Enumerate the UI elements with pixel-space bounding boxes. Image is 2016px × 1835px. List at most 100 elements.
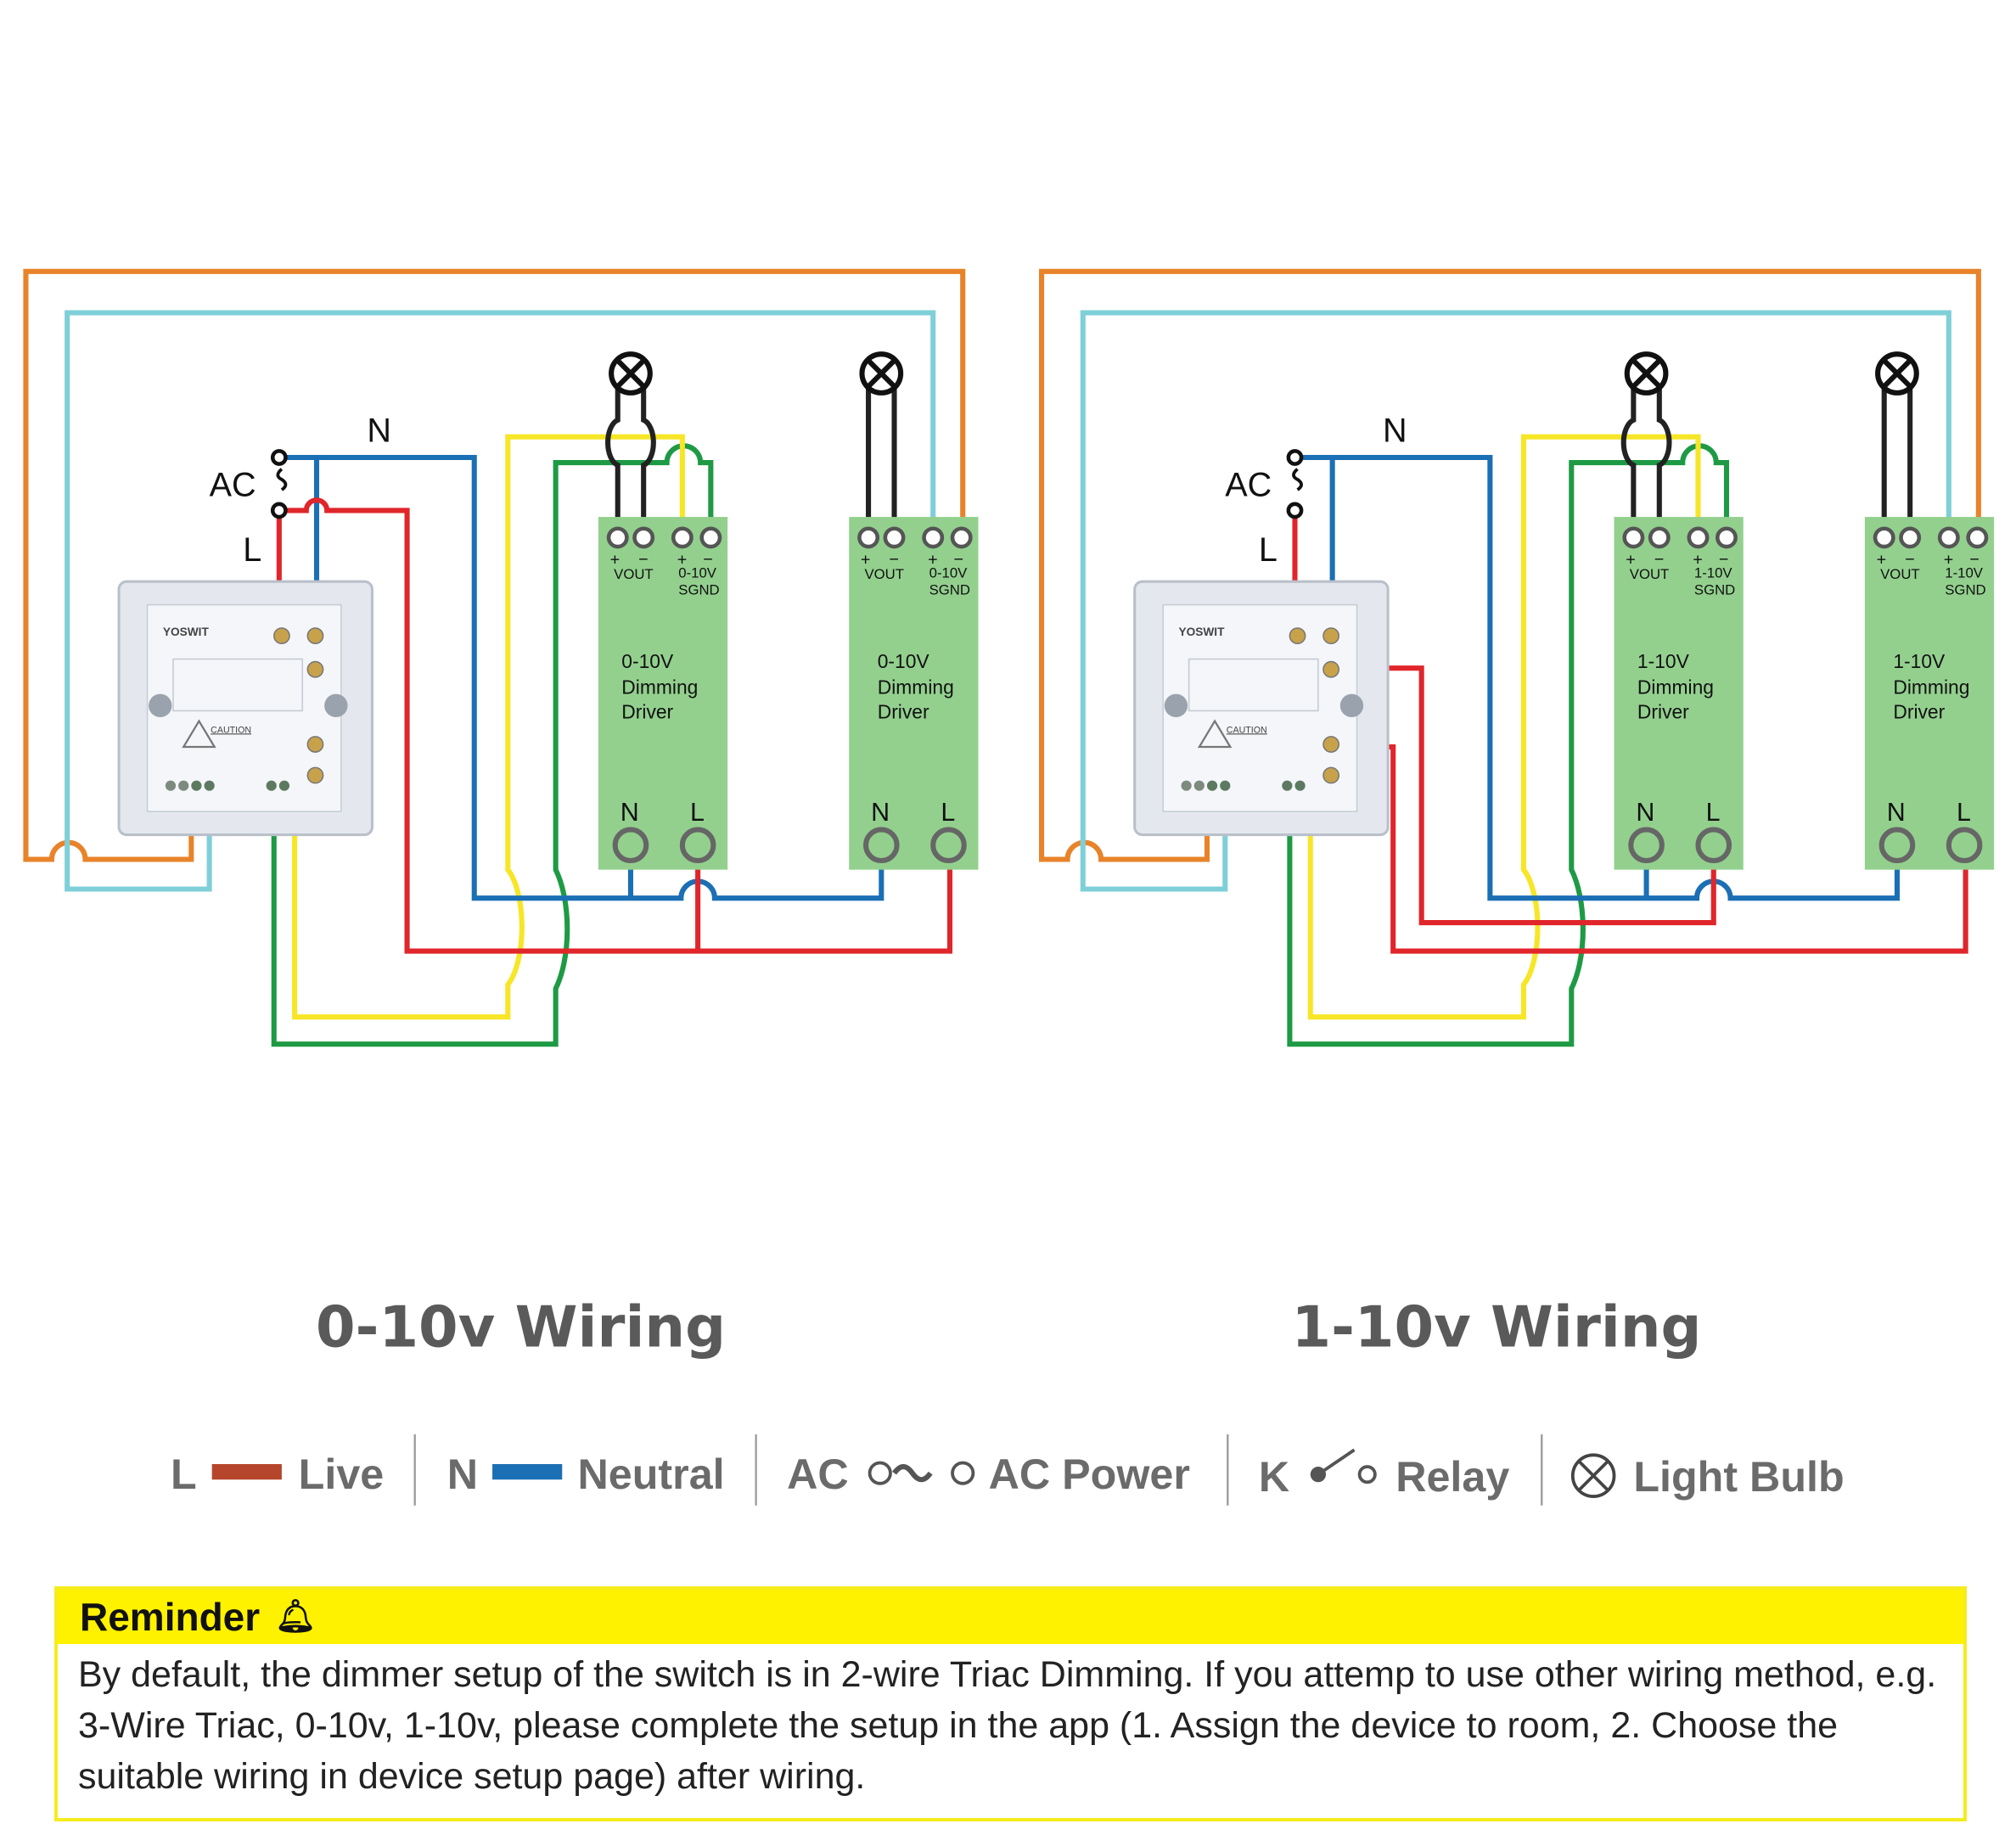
bell-icon: 🔔︎ — [275, 1599, 317, 1635]
green-wire — [271, 443, 714, 1047]
light-bulb-icon — [1627, 354, 1666, 393]
svg-text:SGND: SGND — [1694, 581, 1735, 598]
svg-text:SGND: SGND — [929, 581, 970, 598]
dimming-driver: + − + − VOUT 0-10V SGND 0-10V Dimming Dr… — [849, 517, 979, 870]
switch-brand-logo: YOSWIT — [1178, 626, 1225, 638]
live-label: L — [243, 531, 261, 569]
svg-text:1-10V: 1-10V — [1893, 650, 1946, 672]
svg-text:SGND: SGND — [1945, 581, 1985, 598]
svg-text:−: − — [638, 550, 649, 569]
dimming-driver: + − + − VOUT 1-10V SGND 1-10V Dimming Dr… — [1864, 517, 1995, 870]
ac-tilde-icon — [1292, 468, 1303, 491]
green-wire — [1287, 443, 1730, 1047]
switch-caution-label: CAUTION — [1227, 725, 1267, 735]
svg-text:1-10V: 1-10V — [1945, 565, 1983, 581]
svg-text:Live: Live — [299, 1451, 385, 1498]
svg-text:N: N — [621, 798, 639, 827]
bulb-wires — [1620, 387, 1913, 536]
svg-text:−: − — [1969, 550, 1979, 569]
svg-text:Dimming: Dimming — [878, 676, 954, 699]
neutral-label: N — [367, 412, 391, 450]
svg-text:VOUT: VOUT — [1880, 566, 1920, 582]
dimming-driver: + − + − VOUT 1-10V SGND 1-10V Dimming Dr… — [1614, 517, 1744, 870]
svg-text:Neutral: Neutral — [578, 1451, 725, 1498]
svg-text:Relay: Relay — [1395, 1453, 1509, 1501]
yellow-wire — [1307, 434, 1701, 1020]
svg-text:VOUT: VOUT — [614, 566, 654, 582]
ac-power-symbol-icon — [868, 1461, 975, 1485]
reminder-text: By default, the dimmer setup of the swit… — [78, 1654, 1937, 1797]
svg-text:+: + — [1877, 550, 1887, 569]
svg-text:−: − — [954, 550, 964, 569]
svg-text:0-10V: 0-10V — [678, 565, 716, 581]
svg-text:L: L — [171, 1451, 197, 1498]
svg-text:L: L — [690, 798, 705, 827]
light-bulb-symbol-icon — [1570, 1453, 1616, 1498]
svg-text:L: L — [1706, 798, 1721, 827]
svg-text:N: N — [1887, 798, 1906, 827]
live-label: L — [1259, 531, 1278, 569]
svg-text:L: L — [941, 798, 955, 827]
switch-brand-logo: YOSWIT — [163, 626, 210, 638]
neutral-wire-swatch-icon — [492, 1463, 563, 1480]
svg-text:Driver: Driver — [878, 701, 929, 723]
svg-text:Driver: Driver — [621, 701, 673, 723]
svg-text:Light Bulb: Light Bulb — [1633, 1453, 1844, 1501]
svg-text:Driver: Driver — [1893, 701, 1945, 723]
light-bulb-icon — [1878, 354, 1917, 393]
ac-label: AC — [1225, 467, 1272, 504]
lightblue-wire — [1080, 310, 1951, 892]
ac-terminal-icon — [270, 502, 288, 519]
svg-text:0-10V: 0-10V — [929, 565, 968, 581]
svg-text:Dimming: Dimming — [1893, 676, 1969, 699]
svg-text:−: − — [1719, 550, 1729, 569]
svg-text:0-10V: 0-10V — [621, 650, 674, 672]
svg-text:−: − — [889, 550, 899, 569]
svg-text:AC: AC — [787, 1451, 849, 1498]
dimmer-switch-back — [117, 580, 373, 837]
ac-tilde-icon — [276, 468, 288, 491]
legend: L Live N Neutral AC AC Power K Relay Lig… — [171, 1434, 1845, 1506]
diagram-0-10v: AC N L YOSWIT CAUTION + − + − VOUT 0-10V… — [23, 268, 979, 1360]
diagram-1-10v: AC N L YOSWIT CAUTION + − + − VOUT 1-10V… — [1039, 268, 1995, 1360]
bulb-wires — [605, 387, 897, 536]
reminder-header: Reminder 🔔︎ — [58, 1590, 1963, 1644]
light-bulb-icon — [862, 354, 901, 393]
svg-text:−: − — [703, 550, 713, 569]
switch-caution-label: CAUTION — [211, 725, 251, 735]
ac-label: AC — [210, 467, 256, 504]
svg-text:VOUT: VOUT — [865, 566, 905, 582]
neutral-label: N — [1383, 412, 1407, 450]
dimmer-switch-back — [1133, 580, 1390, 837]
svg-text:+: + — [1944, 550, 1954, 569]
svg-text:Dimming: Dimming — [621, 676, 698, 699]
svg-text:K: K — [1259, 1453, 1289, 1501]
ac-terminal-icon — [1286, 502, 1304, 519]
ac-terminal-icon — [1286, 449, 1304, 466]
svg-text:1-10V: 1-10V — [1637, 650, 1690, 672]
svg-text:SGND: SGND — [678, 581, 719, 598]
svg-text:N: N — [447, 1451, 478, 1498]
lightblue-wire — [65, 310, 936, 892]
diagram-title: 0-10v Wiring — [316, 1293, 726, 1360]
diagram-title: 1-10v Wiring — [1291, 1293, 1701, 1360]
svg-text:+: + — [677, 550, 688, 569]
yellow-wire — [292, 434, 685, 1020]
svg-text:VOUT: VOUT — [1630, 566, 1670, 582]
svg-text:N: N — [1636, 798, 1654, 827]
svg-text:−: − — [1654, 550, 1665, 569]
svg-text:N: N — [871, 798, 890, 827]
svg-text:Driver: Driver — [1637, 701, 1689, 723]
svg-text:+: + — [610, 550, 621, 569]
svg-text:L: L — [1957, 798, 1971, 827]
svg-text:+: + — [1693, 550, 1703, 569]
dimming-driver: + − + − VOUT 0-10V SGND 0-10V Dimming Dr… — [598, 517, 728, 870]
live-wire-swatch-icon — [211, 1463, 282, 1480]
svg-text:1-10V: 1-10V — [1694, 565, 1732, 581]
svg-text:+: + — [928, 550, 938, 569]
svg-text:+: + — [1626, 550, 1636, 569]
svg-text:AC Power: AC Power — [989, 1451, 1190, 1498]
relay-symbol-icon — [1310, 1448, 1377, 1484]
reminder-title: Reminder — [80, 1595, 261, 1639]
